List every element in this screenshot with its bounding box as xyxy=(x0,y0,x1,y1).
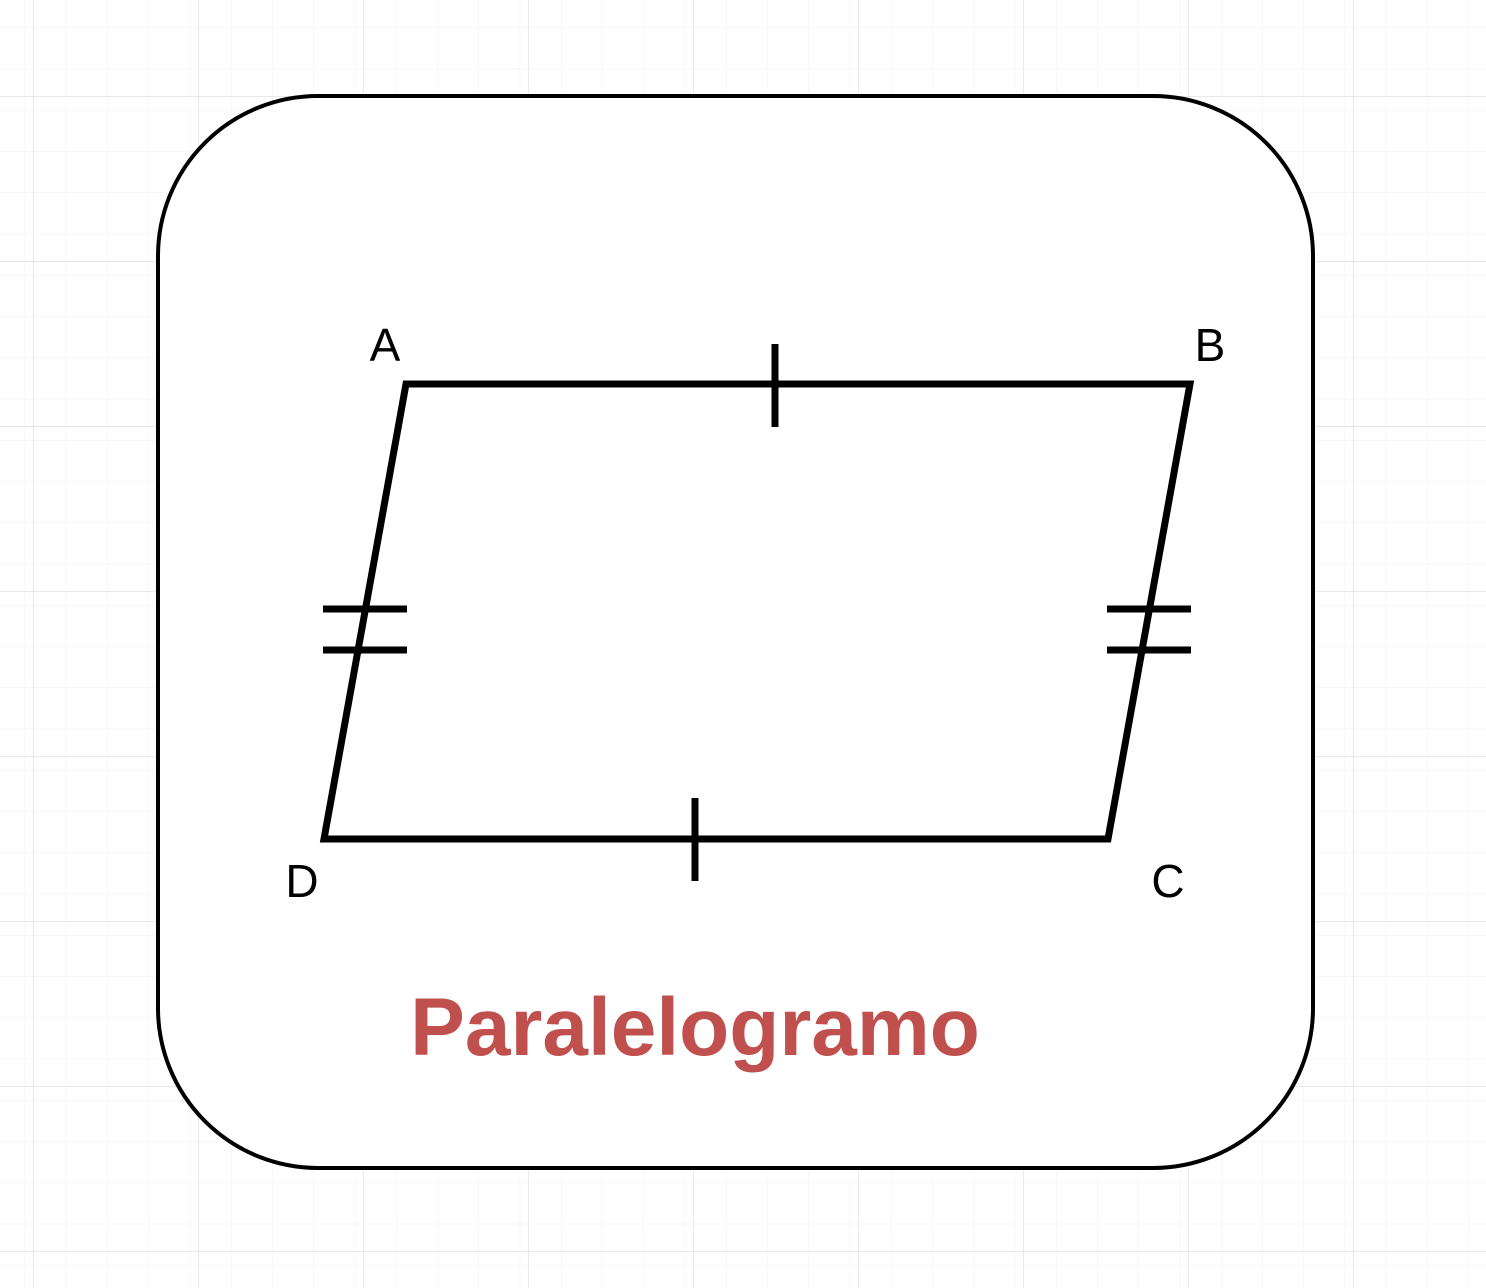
vertex-label-d: D xyxy=(285,855,318,907)
vertex-label-a: A xyxy=(370,319,401,371)
diagram-title: Paralelogramo xyxy=(410,982,980,1073)
parallelogram-shape xyxy=(319,380,1195,843)
vertex-label-c: C xyxy=(1151,855,1184,907)
vertex-label-b: B xyxy=(1195,319,1226,371)
diagram-card xyxy=(156,94,1315,1170)
